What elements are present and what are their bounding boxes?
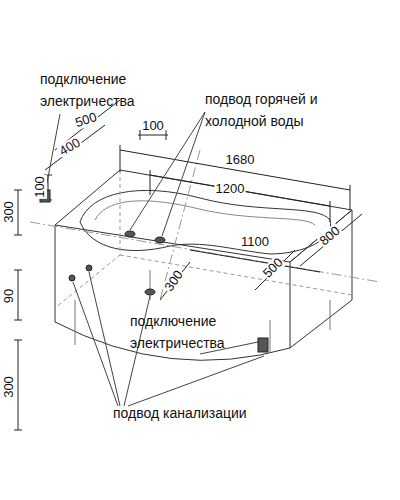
callout-label: подвод канализации bbox=[113, 402, 283, 424]
callout-label: подключение электричества bbox=[130, 310, 240, 354]
callout-label: подключение электричества bbox=[40, 68, 150, 112]
dimension-lines bbox=[14, 100, 362, 430]
dimension-value: 100 bbox=[141, 119, 165, 133]
dimension-value: 500 bbox=[73, 110, 100, 131]
dimension-value: 500 bbox=[260, 255, 287, 282]
hidden-edges bbox=[55, 170, 352, 308]
dimension-value: 1200 bbox=[215, 182, 246, 196]
leader-lines bbox=[46, 112, 264, 406]
dimension-value: 1100 bbox=[240, 235, 270, 249]
front-panel bbox=[55, 225, 290, 360]
callout-label: подвод горячей и холодной воды bbox=[205, 88, 340, 132]
dimension-value: 300 bbox=[2, 375, 16, 399]
center-lines bbox=[30, 150, 380, 300]
dimension-value: 800 bbox=[316, 223, 343, 249]
rim-outline bbox=[55, 170, 352, 262]
dimension-value: 100 bbox=[33, 175, 47, 199]
dimension-value: 90 bbox=[2, 288, 16, 304]
dimension-value: 400 bbox=[56, 135, 84, 159]
dimension-value: 1680 bbox=[225, 153, 256, 167]
dimension-value: 300 bbox=[2, 200, 16, 224]
tub-inner-line bbox=[95, 201, 315, 225]
